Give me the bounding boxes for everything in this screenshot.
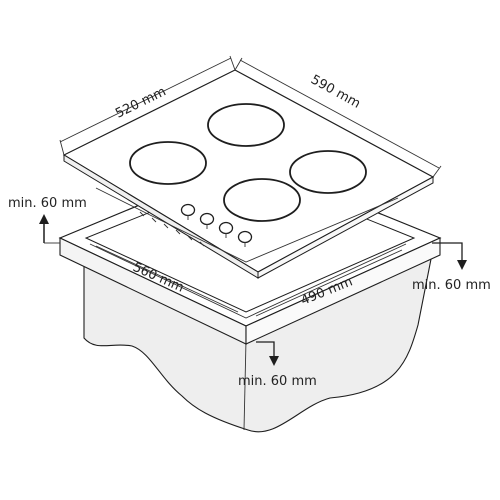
knob-shafts — [187, 215, 246, 247]
worktop-front-right — [245, 237, 441, 345]
label-hob-width: 590 mm — [308, 72, 363, 111]
cabinet-corner-edge — [243, 339, 247, 431]
burner-rear-center — [207, 103, 285, 147]
control-knob-1 — [180, 203, 196, 217]
arrow-clearance-right — [432, 242, 463, 262]
burner-left — [129, 141, 207, 185]
hob-side-edge — [257, 176, 434, 279]
control-knob-2 — [199, 212, 215, 226]
dimension-hob-depth — [59, 55, 236, 156]
burner-icon — [129, 103, 367, 222]
hob-tub — [95, 187, 399, 263]
cutout-inner-edge — [89, 243, 407, 319]
control-knob-3 — [218, 221, 234, 235]
knob-icon — [180, 203, 253, 247]
dimension-cutout-width — [95, 245, 239, 313]
arrow-icon — [39, 214, 467, 366]
control-knob-4 — [237, 230, 253, 244]
label-clearance-front: min. 60 mm — [238, 374, 317, 389]
label-clearance-right: min. 60 mm — [412, 278, 491, 293]
hob-under-detail — [139, 211, 205, 247]
label-clearance-left: min. 60 mm — [8, 196, 87, 211]
arrow-clearance-front — [256, 341, 275, 358]
burner-right — [289, 150, 367, 194]
burner-front-center — [223, 178, 301, 222]
dimension-hob-width — [234, 57, 442, 178]
dimension-cutout-depth — [255, 249, 403, 317]
